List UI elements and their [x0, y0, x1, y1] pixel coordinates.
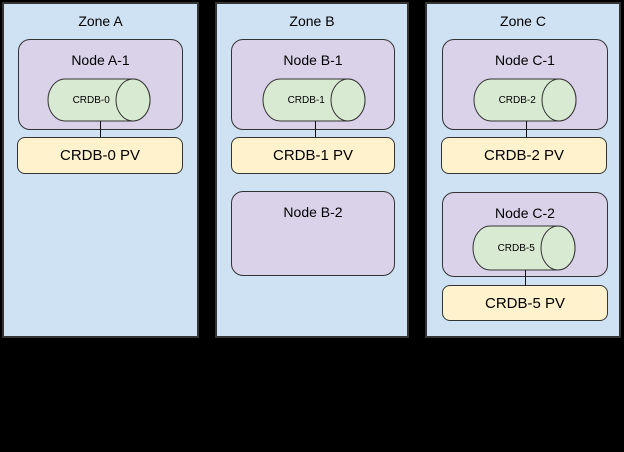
crdb-1-pv-label: CRDB-1 PV — [272, 147, 354, 164]
node-c1-label: Node C-1 — [495, 52, 555, 68]
node-c2-label: Node C-2 — [495, 205, 555, 221]
database-cylinder-icon — [262, 78, 366, 122]
zone-a: Zone A Node A-1 CRDB-0 CRDB-0 PV — [2, 2, 199, 338]
node-b1-label: Node B-1 — [283, 52, 343, 68]
connector-c2-pv — [525, 270, 526, 286]
crdb-2-pv: CRDB-2 PV — [441, 137, 607, 174]
zone-c: Zone C Node C-1 CRDB-2 CRDB-2 PV Node C-… — [425, 2, 621, 338]
crdb-1-label: CRDB-1 — [287, 94, 325, 106]
node-b2: Node B-2 — [231, 191, 395, 276]
crdb-5-pv: CRDB-5 PV — [442, 285, 608, 321]
crdb-0-cylinder: CRDB-0 — [47, 78, 151, 122]
crdb-5-label: CRDB-5 — [497, 242, 535, 254]
crdb-2-label: CRDB-2 — [498, 94, 536, 106]
connector-b1-pv — [315, 121, 316, 137]
crdb-5-pv-label: CRDB-5 PV — [484, 294, 566, 312]
crdb-2-pv-label: CRDB-2 PV — [483, 147, 565, 164]
crdb-1-cylinder: CRDB-1 — [262, 78, 366, 122]
node-a1-label: Node A-1 — [71, 52, 130, 68]
crdb-5-cylinder: CRDB-5 — [472, 225, 576, 271]
crdb-0-pv: CRDB-0 PV — [17, 137, 183, 174]
connector-c1-pv — [526, 121, 527, 137]
database-cylinder-icon — [47, 78, 151, 122]
crdb-0-pv-label: CRDB-0 PV — [59, 147, 141, 164]
connector-a1-pv — [100, 121, 101, 137]
crdb-2-cylinder: CRDB-2 — [473, 78, 577, 122]
zone-b-label: Zone B — [289, 13, 335, 29]
crdb-0-label: CRDB-0 — [72, 94, 110, 106]
crdb-1-pv: CRDB-1 PV — [231, 137, 395, 174]
node-b2-label: Node B-2 — [283, 204, 343, 220]
database-cylinder-icon — [472, 225, 576, 271]
zone-c-label: Zone C — [500, 13, 546, 29]
database-cylinder-icon — [473, 78, 577, 122]
zone-b: Zone B Node B-1 CRDB-1 CRDB-1 PV Node B-… — [215, 2, 409, 338]
zone-a-label: Zone A — [78, 13, 123, 29]
